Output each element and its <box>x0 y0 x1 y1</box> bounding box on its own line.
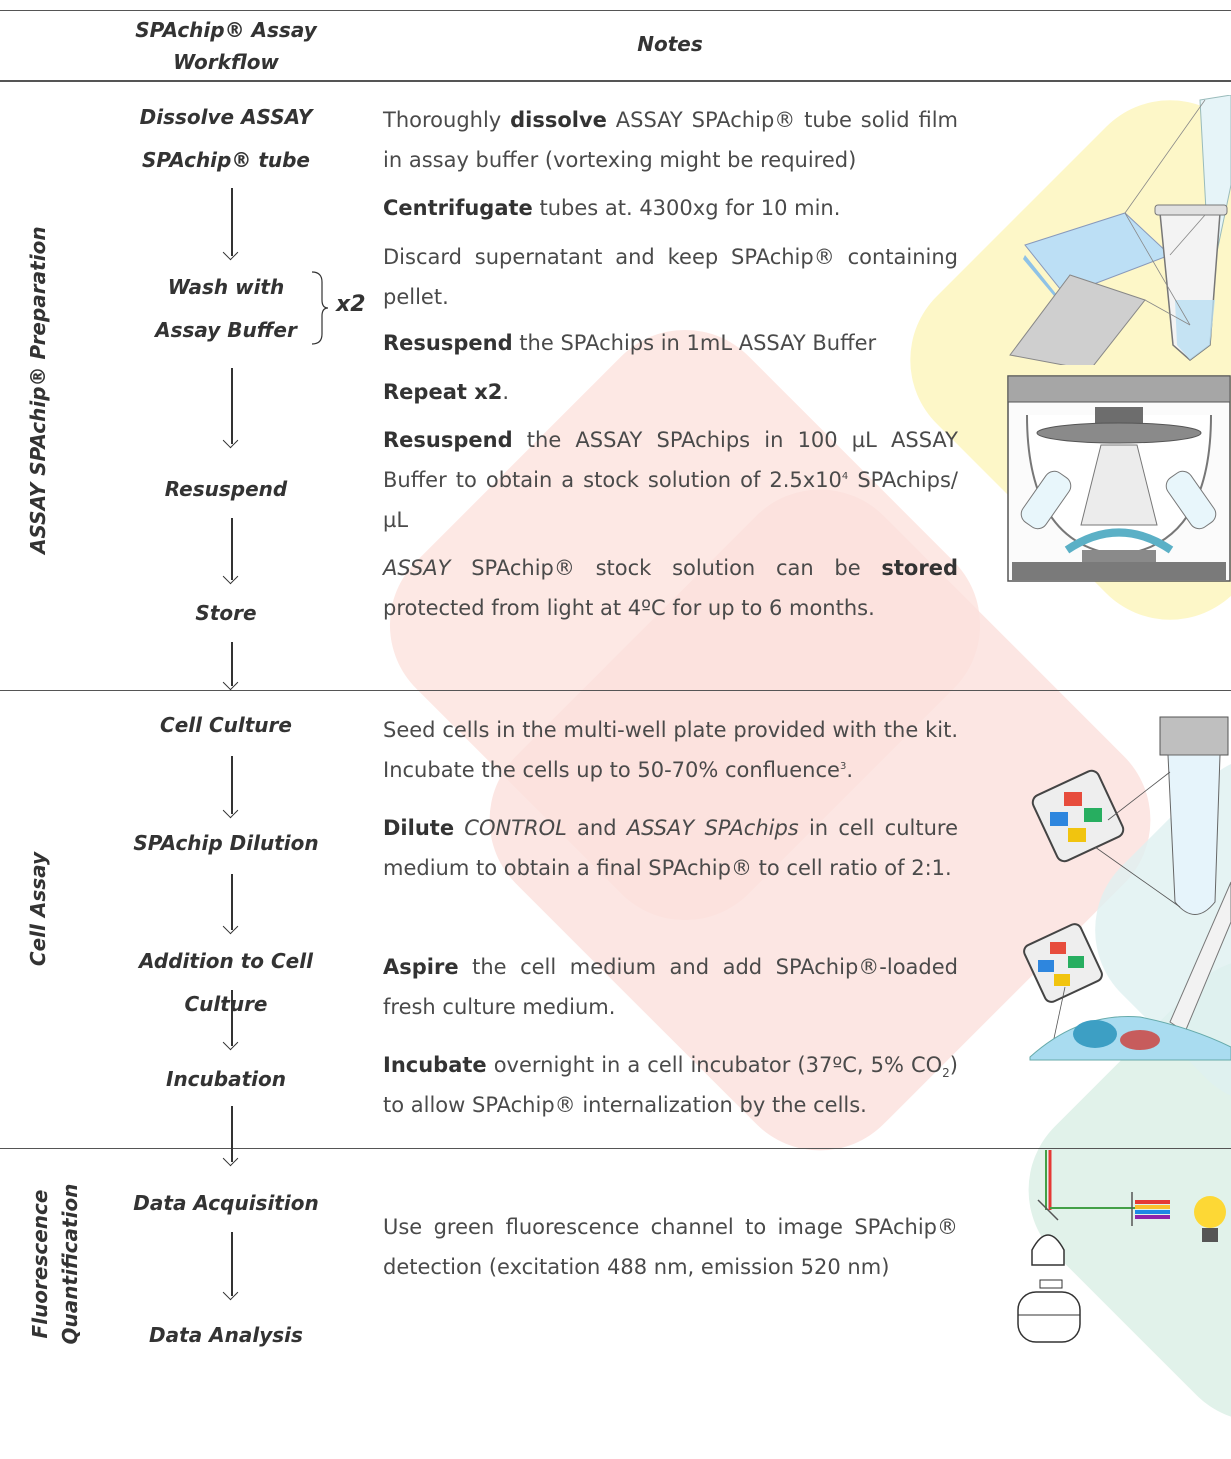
header-bottom-rule <box>0 80 1231 82</box>
section-label-fluorescence-line1: Fluorescence <box>28 1189 52 1339</box>
note-text: Thoroughly <box>383 108 511 132</box>
note-text: tubes at. 4300xg for 10 min. <box>532 196 841 220</box>
note-incubate: Incubate overnight in a cell incubator (… <box>383 1045 958 1125</box>
step-analysis: Data Analysis <box>149 1323 303 1347</box>
arrow-down <box>222 756 240 819</box>
step-dissolve-line2: SPAchip® tube <box>142 148 310 172</box>
note-text: protected from light at 4ºC for up to 6 … <box>383 596 875 620</box>
section-divider-1 <box>0 690 1231 691</box>
centrifuge-illustration <box>1007 375 1231 582</box>
section-label-preparation: ASSAY SPAchip® Preparation <box>26 226 50 554</box>
note-text: SPAchips/µL <box>383 468 958 532</box>
note-emphasis: Aspire <box>383 955 459 979</box>
arrow-down <box>222 1106 240 1167</box>
note-resuspend-1ml: Resuspend the SPAchips in 1mL ASSAY Buff… <box>383 323 958 363</box>
note-text: in cell culture medium to obtain a final… <box>383 816 958 880</box>
column-header-workflow: SPAchip® Assay Workflow <box>100 14 352 78</box>
arrow-down <box>222 368 240 449</box>
note-aspire: Aspire the cell medium and add SPAchip®-… <box>383 947 958 1027</box>
step-dissolve: Dissolve ASSAY SPAchip® tube <box>95 96 357 182</box>
note-dissolve: Thoroughly dissolve ASSAY SPAchip® tube … <box>383 100 958 180</box>
arrow-down <box>222 874 240 935</box>
note-emphasis: Dilute <box>383 816 455 840</box>
note-emphasis: Resuspend <box>383 428 513 452</box>
note-repeat: Repeat x2. <box>383 372 958 412</box>
step-wash-line2: Assay Buffer <box>155 318 297 342</box>
section-divider-2 <box>0 1148 1231 1149</box>
note-italic: ASSAY SPAchips <box>626 816 799 840</box>
note-emphasis: stored <box>881 556 958 580</box>
step-store: Store <box>195 601 257 625</box>
arrow-down <box>222 642 240 691</box>
section-label-fluorescence-line2: Quantification <box>58 1183 82 1345</box>
table-top-rule <box>0 10 1231 11</box>
arrow-down <box>222 518 240 585</box>
note-text: . <box>502 380 510 404</box>
note-text: . <box>846 758 853 782</box>
note-seed-cells: Seed cells in the multi-well plate provi… <box>383 710 958 790</box>
note-text: the ASSAY SPAchips in 100 µL ASSAY Buffe… <box>383 428 958 492</box>
step-acquisition: Data Acquisition <box>133 1191 319 1215</box>
repeat-brace <box>311 271 329 345</box>
note-text: ) to allow SPAchip® internalization by t… <box>383 1053 958 1117</box>
note-emphasis: Resuspend <box>383 331 513 355</box>
note-text: overnight in a cell incubator (37ºC, 5% … <box>486 1053 943 1077</box>
microscope-illustration <box>1017 1150 1226 1343</box>
repeat-x2-label: x2 <box>336 292 366 317</box>
note-superscript: 4 <box>841 471 849 482</box>
column-header-notes: Notes <box>637 32 703 56</box>
note-centrifugate: Centrifugate tubes at. 4300xg for 10 min… <box>383 188 958 228</box>
note-text: the cell medium and add SPAchip®-loaded … <box>383 955 958 1019</box>
note-superscript: 3 <box>839 761 847 772</box>
note-dilute: Dilute CONTROL and ASSAY SPAchips in cel… <box>383 808 958 888</box>
step-dissolve-line1: Dissolve ASSAY <box>139 105 313 129</box>
note-text: the SPAchips in 1mL ASSAY Buffer <box>512 331 877 355</box>
section-label-cell-assay: Cell Assay <box>26 851 50 967</box>
note-italic: ASSAY <box>383 556 451 580</box>
note-discard: Discard supernatant and keep SPAchip® co… <box>383 245 958 309</box>
column-header-workflow-line2: Workflow <box>173 50 279 74</box>
note-text: SPAchip® stock solution can be <box>450 556 882 580</box>
section-label-fluorescence: Fluorescence Quantification <box>25 1164 85 1364</box>
step-incubation: Incubation <box>166 1067 286 1091</box>
arrow-down <box>222 990 240 1051</box>
note-emphasis: dissolve <box>510 108 607 132</box>
note-emphasis: Incubate <box>383 1053 487 1077</box>
note-emphasis: Repeat x2 <box>383 380 503 404</box>
note-italic: CONTROL <box>464 816 567 840</box>
note-emphasis: Centrifugate <box>383 196 533 220</box>
note-text: Seed cells in the multi-well plate provi… <box>383 718 958 782</box>
step-resuspend: Resuspend <box>164 477 288 501</box>
step-wash: Wash with Assay Buffer <box>95 266 357 352</box>
note-stored: ASSAY SPAchip® stock solution can be sto… <box>383 548 958 628</box>
note-fluorescence: Use green fluorescence channel to image … <box>383 1215 958 1279</box>
arrow-down <box>222 188 240 261</box>
spachip-tube-illustration <box>1009 95 1231 365</box>
note-subscript: 2 <box>942 1066 950 1081</box>
note-text: and <box>566 816 627 840</box>
arrow-down <box>222 1232 240 1301</box>
note-text: ASSAY SPAchip® tube solid film in assay … <box>383 108 958 172</box>
column-header-workflow-line1: SPAchip® Assay <box>135 18 317 42</box>
step-cell-culture: Cell Culture <box>160 713 292 737</box>
step-wash-line1: Wash with <box>167 275 285 299</box>
step-addition: Addition to Cell Culture <box>139 949 313 1016</box>
step-dilution: SPAchip Dilution <box>133 831 319 855</box>
note-resuspend-stock: Resuspend the ASSAY SPAchips in 100 µL A… <box>383 420 958 540</box>
cell-assay-illustration <box>1023 716 1231 1061</box>
